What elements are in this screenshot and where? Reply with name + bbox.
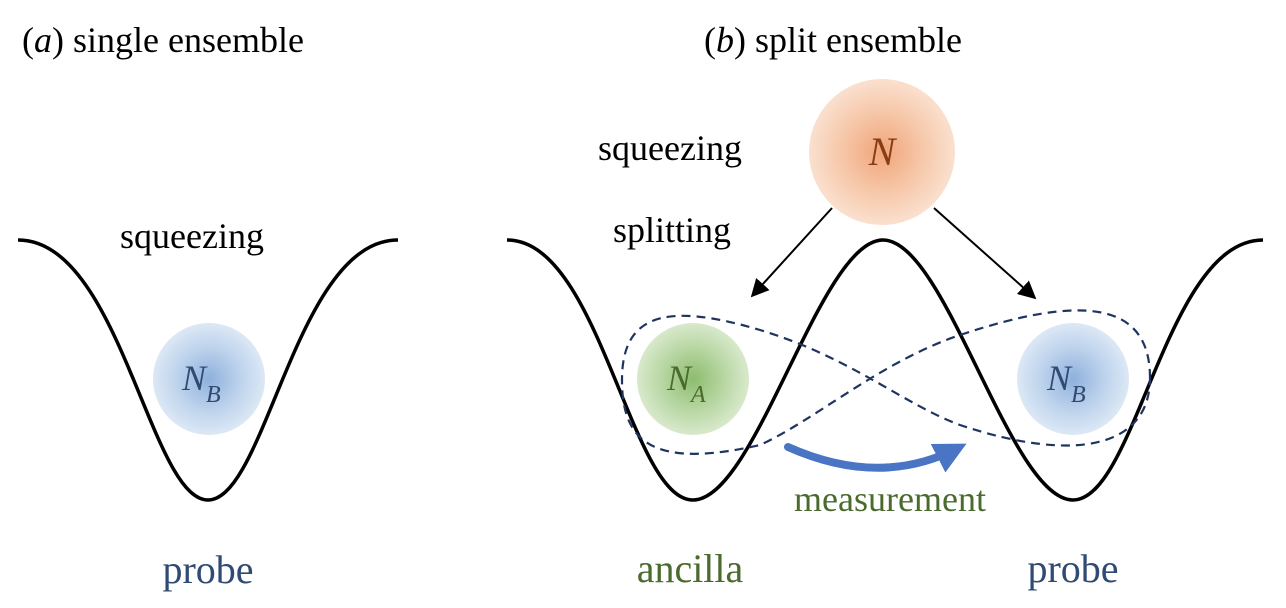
- panel-a-probe-label: probe: [162, 547, 253, 592]
- split-arrow-right: [933, 207, 1037, 300]
- panel-a-squeezing-label: squeezing: [120, 216, 264, 256]
- ancilla-atom-label: NA: [666, 358, 706, 408]
- probe-atom-circle-b: [1017, 323, 1129, 435]
- ancilla-label: ancilla: [637, 546, 744, 591]
- panel-b-title: split ensemble: [755, 20, 962, 60]
- panel-b-probe-atom: NB: [1017, 323, 1129, 435]
- panel-a: (a) single ensemble squeezing NB probe: [17, 20, 399, 592]
- double-well-curve: [506, 238, 1264, 502]
- panel-b: (b) split ensemble squeezing splitting N…: [506, 20, 1264, 591]
- probe-atom-label: NB: [181, 358, 221, 408]
- panel-b-heading: (b) split ensemble: [704, 20, 962, 60]
- entanglement-loop: [620, 309, 1152, 455]
- ancilla-atom-circle: [637, 323, 749, 435]
- panel-b-letter: b: [716, 20, 734, 60]
- source-atom-circle: [809, 79, 955, 225]
- source-atom-label: N: [868, 129, 898, 174]
- ancilla-atom: NA: [637, 323, 749, 435]
- panel-b-splitting-label: splitting: [613, 210, 731, 250]
- split-arrow-left: [750, 207, 833, 298]
- panel-a-letter: a: [34, 20, 52, 60]
- measurement-arrow: [784, 443, 967, 473]
- panel-b-squeezing-label: squeezing: [598, 128, 742, 168]
- panel-a-heading: (a) single ensemble: [22, 20, 304, 60]
- single-well-curve: [17, 238, 399, 502]
- panel-b-probe-label: probe: [1027, 546, 1118, 591]
- probe-atom-label-b: NB: [1046, 358, 1086, 408]
- panel-a-probe-atom: NB: [153, 323, 265, 435]
- panel-a-title: single ensemble: [73, 20, 304, 60]
- probe-atom-circle: [153, 323, 265, 435]
- source-atom: N: [809, 79, 955, 225]
- measurement-label: measurement: [794, 479, 986, 519]
